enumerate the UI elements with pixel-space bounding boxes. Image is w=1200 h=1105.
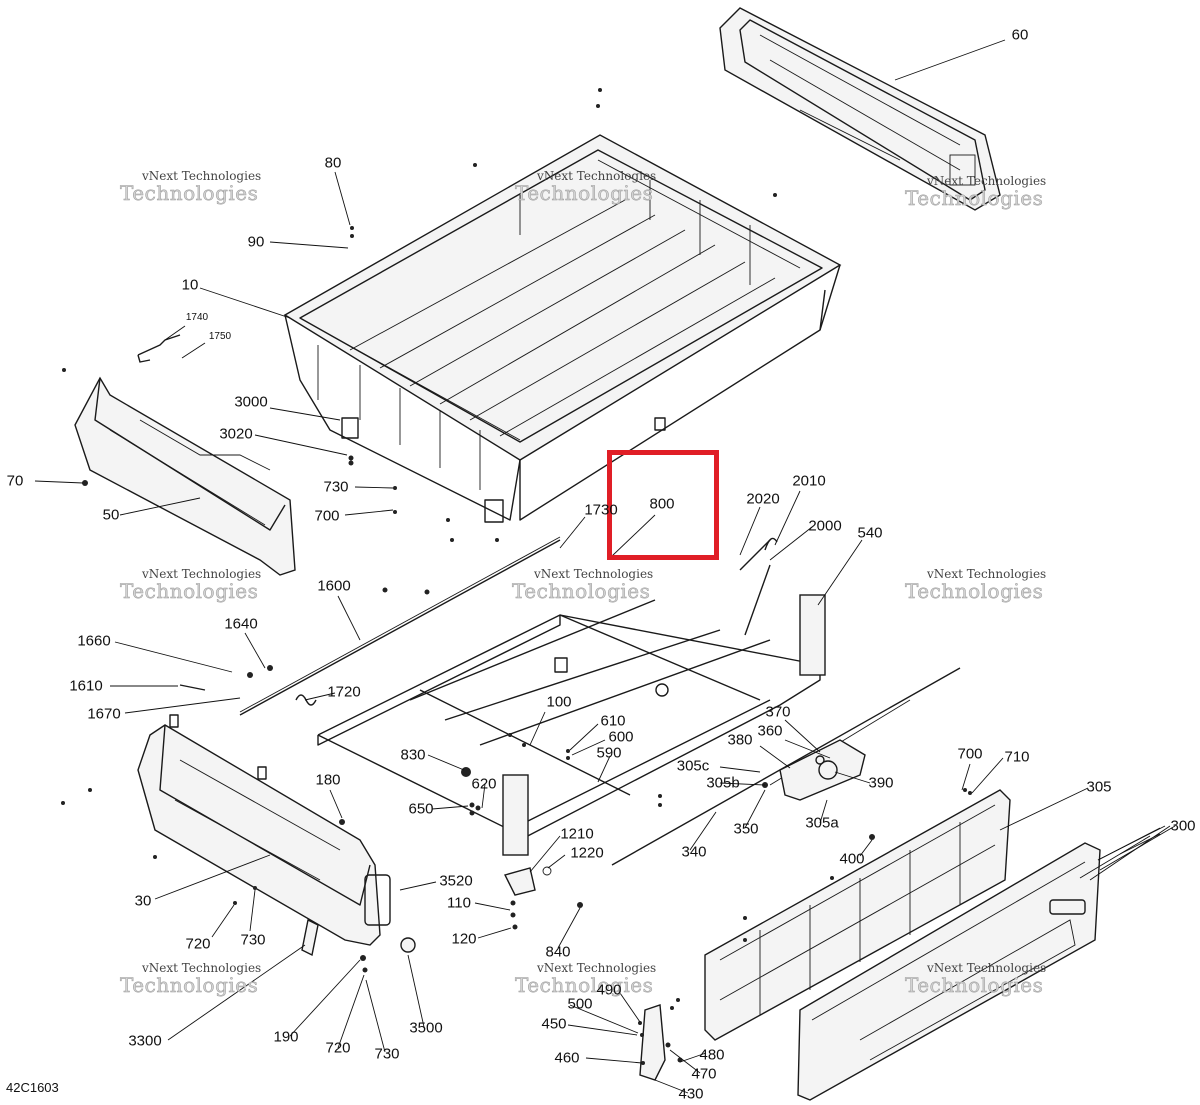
latch-assembly	[779, 739, 866, 801]
callout-400[interactable]: 400	[839, 850, 865, 868]
callout-305[interactable]: 305	[1086, 778, 1112, 796]
callout-600[interactable]: 600	[608, 728, 634, 746]
callout-450[interactable]: 450	[541, 1015, 567, 1033]
callout-610[interactable]: 610	[600, 712, 626, 730]
callout-370[interactable]: 370	[765, 703, 791, 721]
callout-120[interactable]: 120	[451, 930, 477, 948]
callout-1220[interactable]: 1220	[570, 844, 604, 862]
callout-700[interactable]: 700	[957, 745, 983, 763]
callout-730[interactable]: 730	[323, 478, 349, 496]
callout-840[interactable]: 840	[545, 943, 571, 961]
callout-190[interactable]: 190	[273, 1028, 299, 1046]
callout-1720[interactable]: 1720	[327, 683, 361, 701]
callout-720[interactable]: 720	[325, 1039, 351, 1057]
callout-830[interactable]: 830	[400, 746, 426, 764]
leader-lines	[34, 39, 1176, 1094]
callout-2010[interactable]: 2010	[792, 472, 826, 490]
callout-2020[interactable]: 2020	[746, 490, 780, 508]
callout-620[interactable]: 620	[471, 775, 497, 793]
callout-540[interactable]: 540	[857, 524, 883, 542]
callout-380[interactable]: 380	[727, 731, 753, 749]
callout-110[interactable]: 110	[447, 894, 471, 912]
callout-100[interactable]: 100	[546, 693, 572, 711]
side-panel-left	[74, 376, 296, 576]
small-parts	[137, 334, 778, 1081]
callout-430[interactable]: 430	[678, 1085, 704, 1103]
side-panel-lower-left	[137, 714, 391, 946]
callout-800[interactable]: 800	[649, 495, 675, 513]
callout-650[interactable]: 650	[408, 800, 434, 818]
tailgate-outer	[797, 842, 1101, 1101]
callout-60[interactable]: 60	[1011, 26, 1029, 44]
callout-3500[interactable]: 3500	[409, 1019, 443, 1037]
callout-1640[interactable]: 1640	[224, 615, 258, 633]
callout-480[interactable]: 480	[699, 1046, 725, 1064]
callout-50[interactable]: 50	[102, 506, 120, 524]
callout-3000[interactable]: 3000	[234, 393, 268, 411]
callout-3300[interactable]: 3300	[128, 1032, 162, 1050]
callout-710[interactable]: 710	[1004, 748, 1030, 766]
diagram-reference-id: 42C1603	[6, 1080, 59, 1095]
callout-720[interactable]: 720	[185, 935, 211, 953]
callout-390[interactable]: 390	[868, 774, 894, 792]
callout-1660[interactable]: 1660	[77, 632, 111, 650]
callout-1750[interactable]: 1750	[208, 331, 232, 342]
callout-70[interactable]: 70	[6, 472, 24, 490]
front-panel	[719, 7, 1001, 211]
callout-180[interactable]: 180	[315, 771, 341, 789]
callout-80[interactable]: 80	[324, 154, 342, 172]
callout-2000[interactable]: 2000	[808, 517, 842, 535]
callout-1730[interactable]: 1730	[584, 501, 618, 519]
tailgate-inner	[704, 789, 1011, 1041]
callout-360[interactable]: 360	[757, 722, 783, 740]
callout-305b[interactable]: 305b	[706, 774, 740, 792]
callout-1740[interactable]: 1740	[185, 312, 209, 323]
callout-30[interactable]: 30	[134, 892, 152, 910]
callout-10[interactable]: 10	[181, 276, 199, 294]
frame	[317, 594, 826, 856]
callout-700[interactable]: 700	[314, 507, 340, 525]
callout-460[interactable]: 460	[554, 1049, 580, 1067]
callout-500[interactable]: 500	[567, 995, 593, 1013]
callout-1600[interactable]: 1600	[317, 577, 351, 595]
callout-490[interactable]: 490	[596, 981, 622, 999]
callout-3520[interactable]: 3520	[439, 872, 473, 890]
rods-and-cables	[179, 536, 961, 866]
callout-305c[interactable]: 305c	[676, 757, 710, 775]
callout-470[interactable]: 470	[691, 1065, 717, 1083]
callout-3020[interactable]: 3020	[219, 425, 253, 443]
callout-300[interactable]: 300	[1170, 817, 1196, 835]
callout-305a[interactable]: 305a	[805, 814, 839, 832]
callout-1210[interactable]: 1210	[560, 825, 594, 843]
selected-part-highlight[interactable]	[607, 450, 719, 560]
cargo-box	[283, 134, 842, 523]
callout-90[interactable]: 90	[247, 233, 265, 251]
callout-730[interactable]: 730	[240, 931, 266, 949]
fasteners	[61, 88, 972, 1065]
callout-590[interactable]: 590	[596, 744, 622, 762]
callout-350[interactable]: 350	[733, 820, 759, 838]
callout-340[interactable]: 340	[681, 843, 707, 861]
callout-1610[interactable]: 1610	[69, 677, 103, 695]
callout-730[interactable]: 730	[374, 1045, 400, 1063]
callout-1670[interactable]: 1670	[87, 705, 121, 723]
